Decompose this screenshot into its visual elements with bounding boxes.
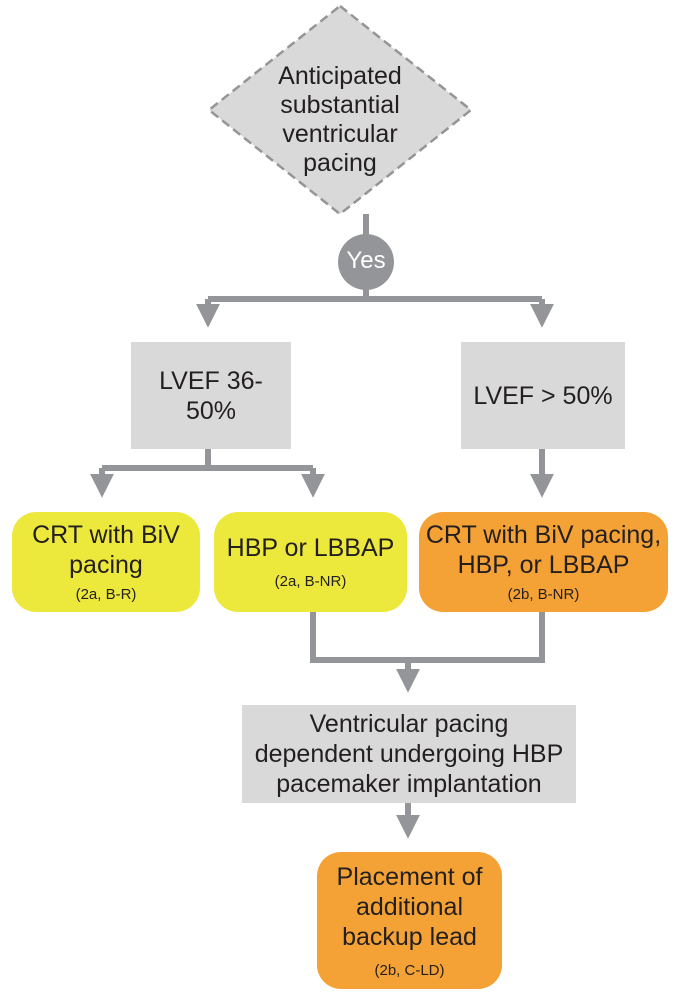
crt-biv-pacing-box: CRT with BiV pacing (2a, B-R) — [12, 512, 200, 612]
pacing-dependent-box: Ventricular pacing dependent undergoing … — [242, 705, 576, 803]
crt-hbp-lbbap-recommendation: (2b, B-NR) — [507, 586, 580, 603]
hbp-lbbap-box: HBP or LBBAP (2a, B-NR) — [214, 512, 407, 612]
backup-lead-recommendation: (2b, C-LD) — [374, 961, 445, 979]
connector-merge — [310, 612, 545, 663]
decision-diamond — [206, 4, 474, 216]
lvef-36-50-box: LVEF 36-50% — [131, 342, 291, 449]
yes-circle — [338, 234, 394, 290]
crt-hbp-lbbap-box: CRT with BiV pacing, HBP, or LBBAP (2b, … — [419, 512, 668, 612]
lvef-over-50-box: LVEF > 50% — [461, 342, 625, 449]
crt-hbp-lbbap-label: CRT with BiV pacing, HBP, or LBBAP — [425, 521, 662, 579]
backup-lead-box: Placement of additional backup lead (2b,… — [317, 852, 502, 989]
hbp-lbbap-label: HBP or LBBAP — [226, 534, 395, 562]
backup-lead-label: Placement of additional backup lead — [336, 862, 483, 951]
yes-label: Yes — [346, 247, 386, 274]
crt-biv-pacing-label: CRT with BiV pacing — [32, 521, 180, 579]
crt-biv-pacing-recommendation: (2a, B-R) — [75, 586, 137, 603]
start-label: Anticipated substantial ventricular paci… — [278, 62, 402, 177]
lvef-36-50-label: LVEF 36-50% — [159, 366, 263, 425]
lvef-over-50-label: LVEF > 50% — [473, 381, 613, 410]
hbp-lbbap-recommendation: (2a, B-NR) — [274, 573, 347, 590]
pacing-dependent-label: Ventricular pacing dependent undergoing … — [254, 710, 564, 798]
